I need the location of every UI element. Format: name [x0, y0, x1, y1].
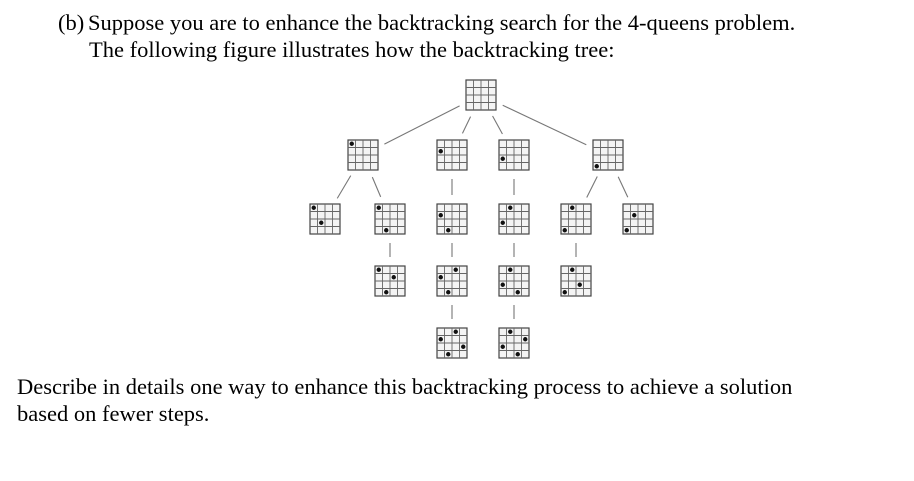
queen-dot: [562, 290, 567, 295]
queen-dot: [438, 337, 443, 342]
root-board: [465, 79, 497, 111]
level3-board: [560, 265, 592, 297]
queen-dot: [570, 267, 575, 272]
tree-edge: [502, 104, 587, 146]
queen-dot: [562, 228, 567, 233]
level1-board: [498, 139, 530, 171]
queen-dot: [500, 344, 505, 349]
question-line-2: The following figure illustrates how the…: [89, 37, 615, 62]
queen-dot: [632, 213, 637, 218]
queen-dot: [438, 149, 443, 154]
queen-dot: [384, 290, 389, 295]
level3-board: [374, 265, 406, 297]
queen-dot: [446, 290, 451, 295]
queen-dot: [391, 275, 396, 280]
level3-board: [436, 265, 468, 297]
queen-dot: [376, 205, 381, 210]
queen-dot: [349, 141, 354, 146]
queen-dot: [500, 156, 505, 161]
queen-dot: [438, 275, 443, 280]
question-label: (b): [58, 10, 85, 35]
level1-board: [436, 139, 468, 171]
queen-dot: [446, 352, 451, 357]
question-line-4: based on fewer steps.: [17, 401, 210, 426]
queen-dot: [461, 344, 466, 349]
queen-dot: [438, 213, 443, 218]
level3-board: [498, 265, 530, 297]
queen-dot: [446, 228, 451, 233]
tree-edge: [586, 176, 598, 198]
level2-board: [560, 203, 592, 235]
queen-dot: [508, 205, 513, 210]
level2-board: [622, 203, 654, 235]
queen-dot: [376, 267, 381, 272]
level2-board: [436, 203, 468, 235]
queen-dot: [523, 337, 528, 342]
queen-dot: [570, 205, 575, 210]
queen-dot: [515, 290, 520, 295]
level2-board: [309, 203, 341, 235]
tree-edge: [492, 115, 503, 135]
question-line-1: (b)Suppose you are to enhance the backtr…: [58, 10, 795, 36]
queen-dot: [624, 228, 629, 233]
question-line-3: Describe in details one way to enhance t…: [17, 374, 793, 399]
level2-board: [498, 203, 530, 235]
queen-dot: [311, 205, 316, 210]
level1-board: [347, 139, 379, 171]
tree-edge: [384, 105, 460, 145]
level4-board: [498, 327, 530, 359]
queen-dot: [508, 267, 513, 272]
tree-edge: [461, 116, 472, 134]
queen-dot: [500, 220, 505, 225]
tree-edge: [336, 175, 352, 199]
queen-dot: [594, 164, 599, 169]
question-text-1: Suppose you are to enhance the backtrack…: [88, 10, 796, 35]
level1-board: [592, 139, 624, 171]
queen-dot: [500, 282, 505, 287]
queen-dot: [453, 329, 458, 334]
level4-board: [436, 327, 468, 359]
tree-edge: [617, 176, 629, 198]
queen-dot: [515, 352, 520, 357]
queen-dot: [319, 220, 324, 225]
queen-dot: [577, 282, 582, 287]
tree-edge: [371, 176, 382, 198]
level2-board: [374, 203, 406, 235]
queen-dot: [453, 267, 458, 272]
queen-dot: [384, 228, 389, 233]
queen-dot: [508, 329, 513, 334]
